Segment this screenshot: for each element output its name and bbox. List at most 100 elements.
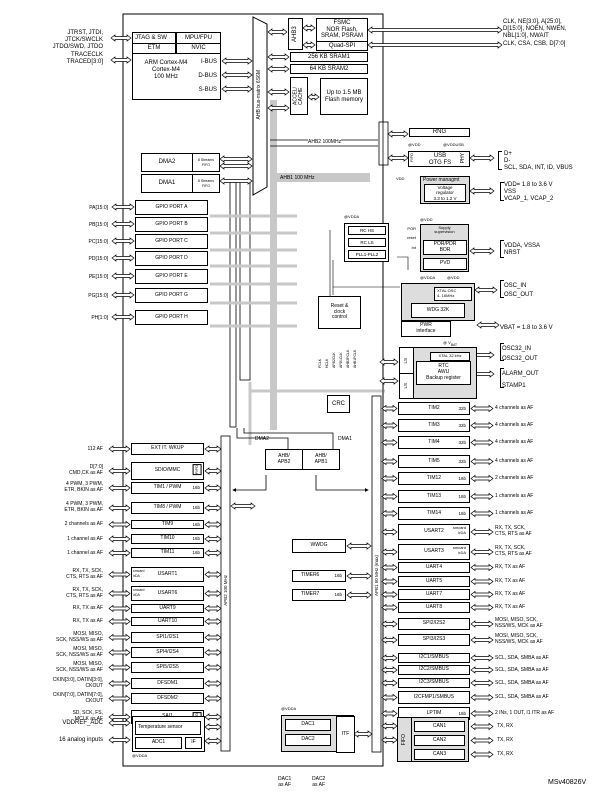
adc-group: Temperature sensor ADC1 IF (132, 716, 205, 752)
bidirectional-arrow (110, 34, 132, 42)
peripheral-name: UART9 (159, 604, 176, 611)
bidirectional-arrow (381, 548, 398, 556)
bidirectional-arrow (470, 528, 494, 536)
bidirectional-arrow (307, 93, 320, 101)
rtc-pin-bracket (500, 368, 504, 388)
bidirectional-arrow (381, 679, 398, 687)
bidirectional-arrow (381, 563, 398, 572)
peripheral-name: USART3 (424, 548, 444, 555)
bidirectional-arrow (204, 589, 222, 598)
fsmc-pins: CLK, NE[3:0], A[25:0],D[15:0], NOEN, NWE… (503, 19, 567, 47)
dac2-block: DAC2 (285, 734, 331, 746)
bidirectional-arrow (381, 421, 398, 430)
vbat-pin: VBAT = 1.8 to 3.6 V (500, 325, 553, 331)
apb1-pin-label: RX, TX, SCK,CTS, RTS as AF (495, 525, 532, 537)
power-pin-bracket (500, 182, 504, 201)
bidirectional-arrow (219, 177, 253, 185)
bidirectional-arrow (381, 438, 398, 447)
peripheral-name: USART6 (157, 589, 178, 596)
dma1-block: DMA1 (141, 174, 193, 193)
apb1-pin-label: RX, TX as AF (495, 604, 526, 610)
clock-output-label: APB2CLK (332, 352, 336, 368)
ahb-bus-matrix (252, 16, 268, 196)
apb2-pin-label: 2 channels as AF (64, 521, 103, 527)
bit-width: 32b (458, 405, 466, 411)
apb2-peripheral: SPI5/I2S5 (131, 662, 204, 673)
figure-id: MSv40826V (548, 779, 587, 786)
bidirectional-arrow (470, 563, 494, 572)
bidirectional-arrow (108, 535, 131, 543)
bidirectional-arrow (470, 492, 494, 501)
peripheral-name: I2C1/SMBUS (419, 654, 449, 661)
can-block: CAN3 (414, 749, 465, 760)
dac1-block: DAC1 (285, 719, 331, 731)
bidirectional-arrow (470, 722, 494, 731)
peripheral-name: USART2 (424, 528, 444, 535)
apb1-pin-label: 1 channels as AF (495, 510, 534, 516)
bidirectional-arrow (108, 520, 131, 529)
bidirectional-arrow (476, 321, 500, 329)
bidirectional-arrow (470, 750, 494, 759)
bidirectional-arrow (469, 154, 495, 162)
bidirectional-arrow (381, 590, 398, 599)
peripheral-name: DFSDM2 (157, 694, 178, 701)
bidirectional-arrow (381, 474, 398, 483)
bidirectional-arrow (111, 220, 135, 228)
ahb3-block: AHB3 (288, 18, 303, 50)
gpio-pin-label: PD[15:0] (88, 256, 108, 262)
can-fifo: FIFO (401, 734, 407, 746)
rc-ls-oscillator: RC LS (348, 238, 386, 247)
bidirectional-arrow (204, 604, 222, 613)
bidirectional-arrow (108, 719, 131, 727)
peripheral-name: TIM13 (426, 492, 442, 499)
debug-pin-label: JTCK/SWCLK (64, 37, 103, 44)
can-block: CAN1 (414, 721, 465, 732)
apb1-pin-label: 4 channels as AF (495, 422, 534, 428)
ibus-label: I-BUS (200, 59, 217, 65)
sbus-label: S-BUS (198, 87, 217, 93)
bidirectional-arrow (381, 736, 398, 744)
ls-label: LS (403, 383, 408, 389)
bidirectional-arrow (381, 577, 398, 586)
bit-width: 16b (458, 493, 466, 499)
can-block: CAN2 (414, 735, 465, 746)
bidirectional-arrow (387, 130, 409, 138)
bidirectional-arrow (111, 237, 135, 245)
bidirectional-arrow (204, 549, 222, 557)
apb1-peripheral: UART5 (398, 576, 470, 587)
apb2-pin-label: 1 channel as AF (67, 535, 103, 542)
bit-width: 16b (192, 536, 200, 542)
peripheral-name: TIM2 (428, 404, 440, 411)
bit-width: 16b (458, 475, 466, 481)
peripheral-name: TIM12 (426, 474, 442, 481)
bidirectional-arrow (470, 404, 494, 413)
debug-pins: JTRST, JTDI, JTCK/SWCLK JTDO/SWD, JTDO T… (20, 30, 103, 66)
gpio-port-block: GPIO PORT G (135, 288, 208, 303)
bidirectional-arrow (346, 572, 372, 580)
bidirectional-arrow (204, 484, 222, 492)
bidirectional-arrow (108, 570, 131, 579)
bidirectional-arrow (219, 162, 253, 170)
reset-signal: reset (407, 235, 416, 240)
bidirectional-arrow (108, 736, 131, 744)
bidirectional-arrow (353, 730, 373, 738)
bidirectional-arrow (108, 484, 131, 492)
dac-itf-block: ITF (336, 716, 355, 753)
apb2-pin-label: MOSI, MISO,SCK, NSS/WS as AF (56, 645, 103, 658)
bidirectional-arrow (470, 603, 494, 612)
bidirectional-arrow (470, 474, 494, 483)
bidirectional-arrow (470, 620, 494, 628)
